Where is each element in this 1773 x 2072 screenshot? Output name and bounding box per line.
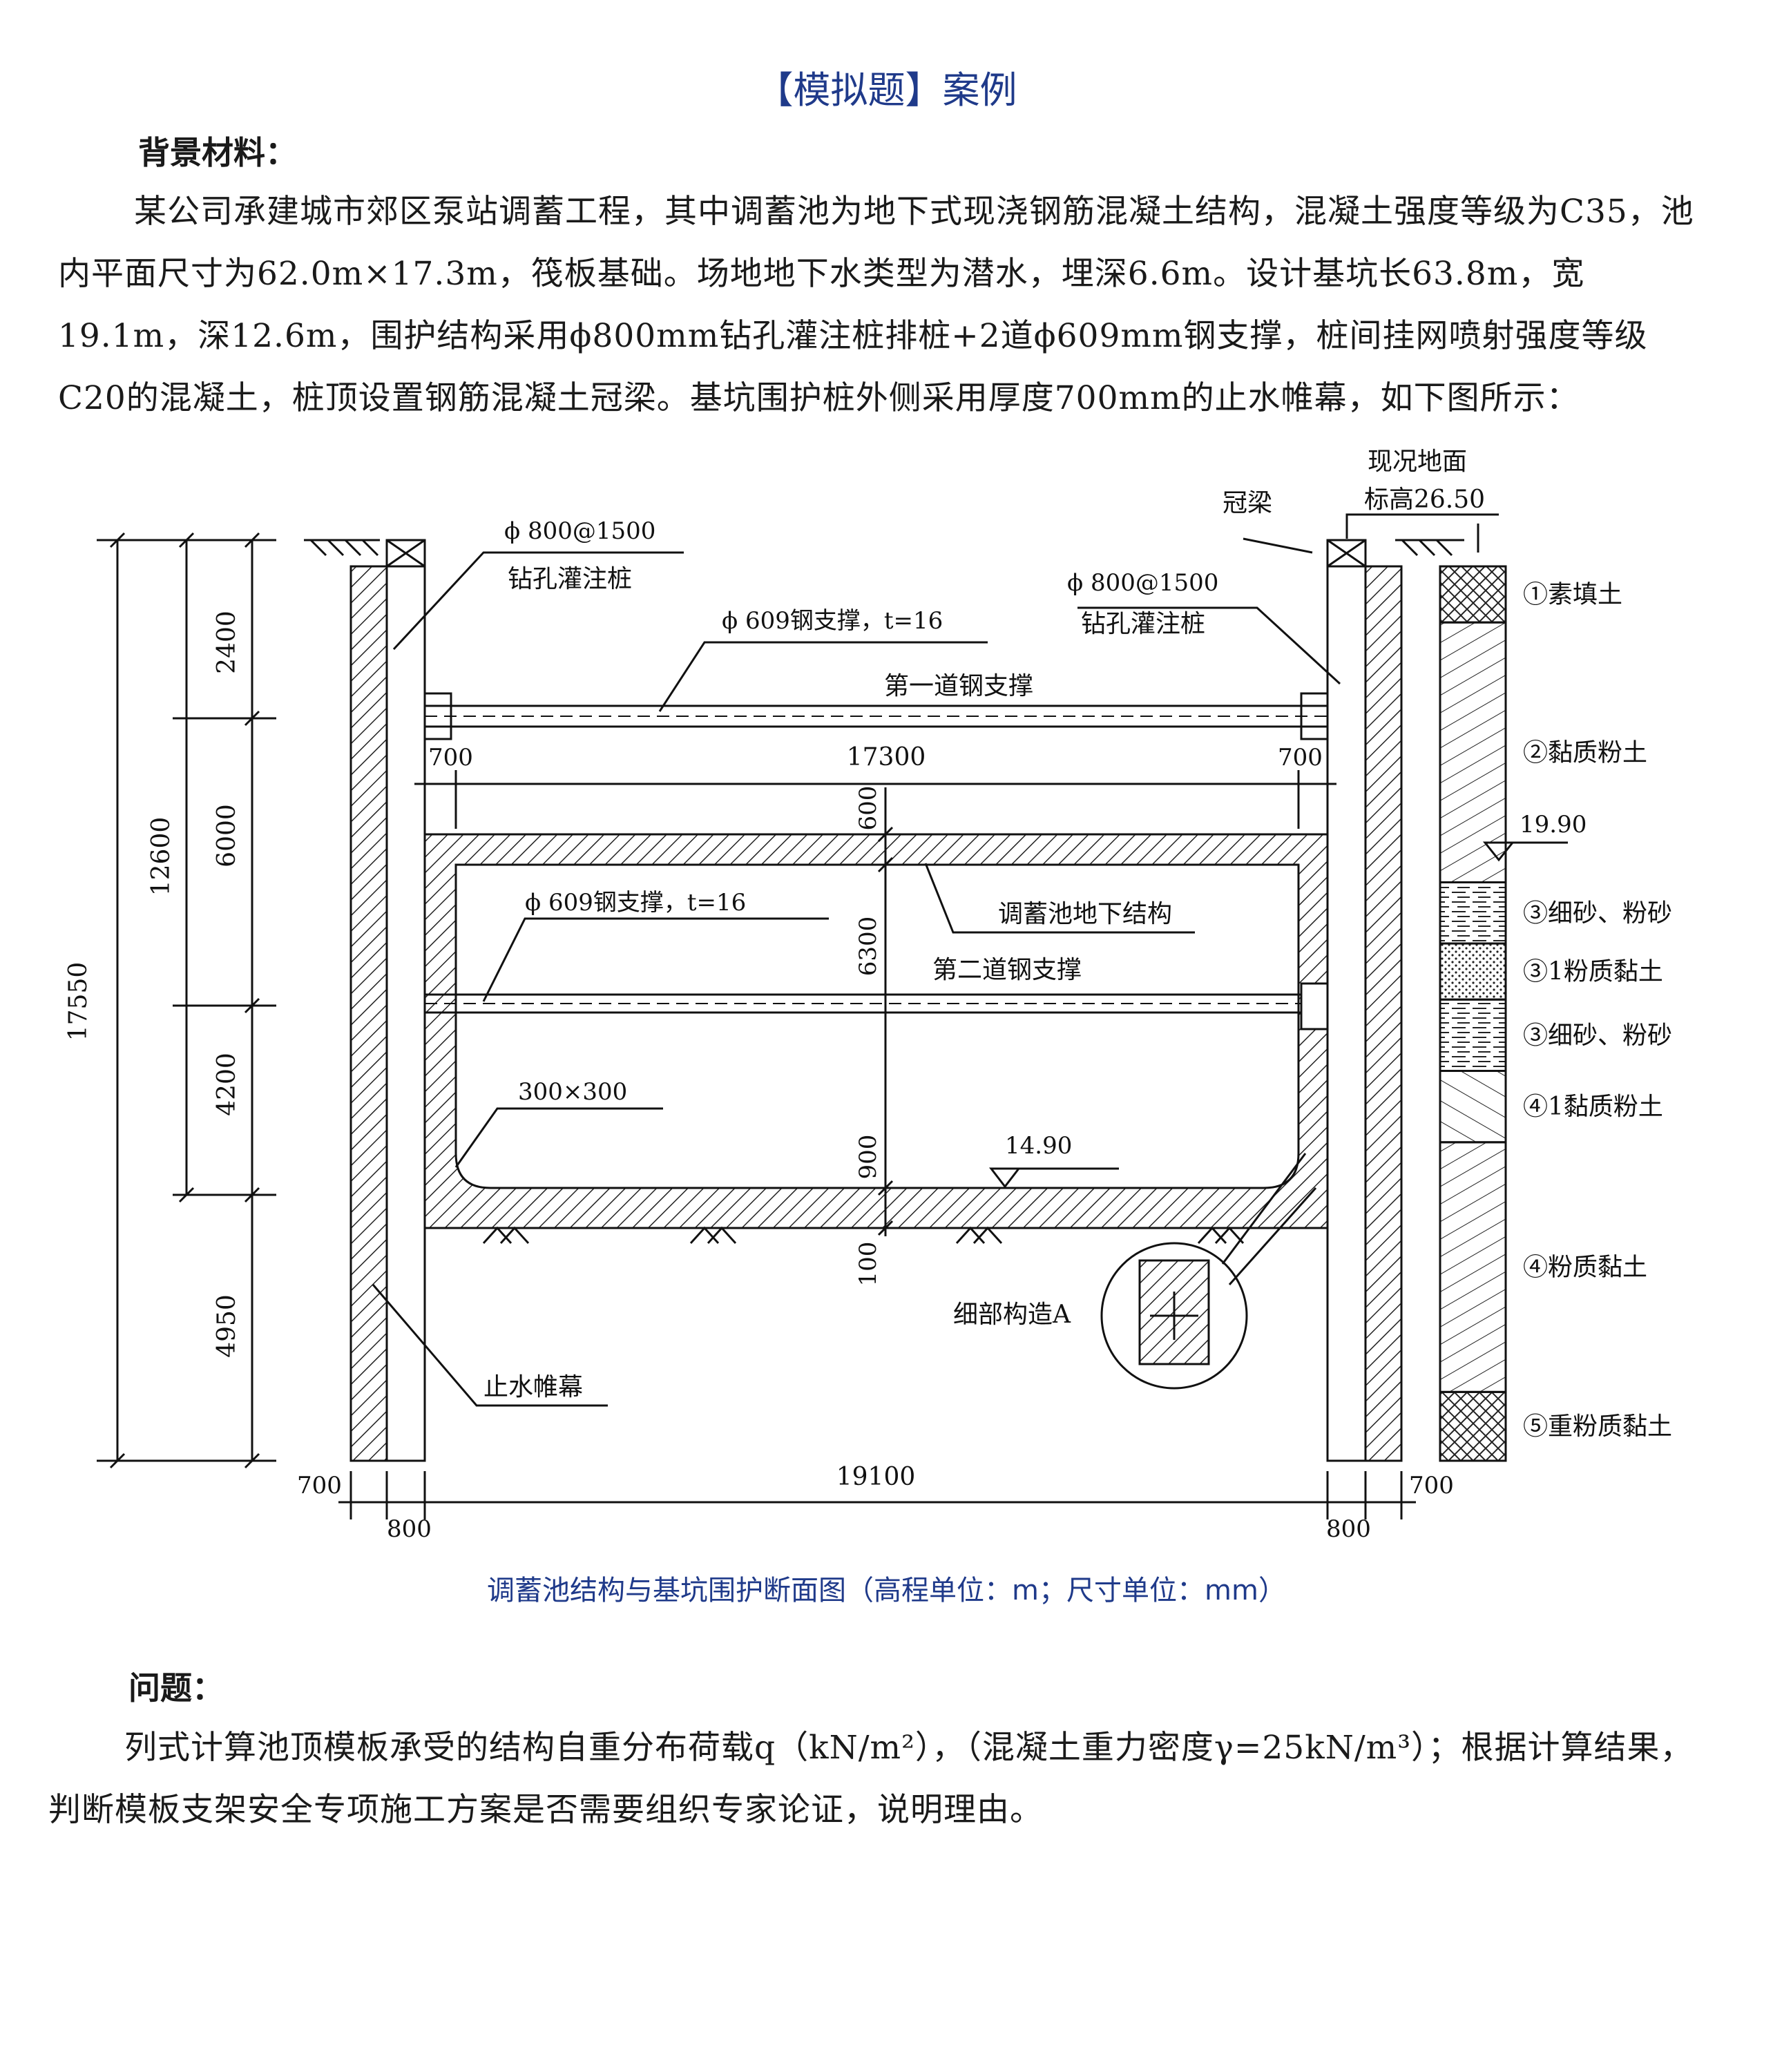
page-title: 【模拟题】案例 [756, 68, 1017, 112]
soil-layer [1439, 998, 1507, 1073]
question-heading: 问题： [128, 1669, 224, 1707]
detail-a-callout [1100, 1153, 1317, 1390]
right-pile-spec: ϕ 800@1500 [1067, 569, 1218, 597]
bottom-19100: 19100 [836, 1463, 916, 1491]
water-level-label: 19.90 [1520, 811, 1587, 838]
bottom-800-left: 800 [387, 1515, 432, 1543]
dim-6000: 6000 [213, 804, 241, 867]
haunch-label: 300×300 [518, 1078, 627, 1106]
crown-beam-label: 冠梁 [1223, 489, 1272, 517]
left-pile-name: 钻孔灌注桩 [508, 565, 632, 593]
dim-12600: 12600 [147, 817, 175, 896]
floor-elev-label: 14.90 [1005, 1132, 1072, 1160]
left-pile-spec: ϕ 800@1500 [504, 517, 655, 545]
ground-elevation: 标高26.50 [1364, 486, 1485, 514]
dim-600: 600 [854, 786, 882, 831]
dim-4200: 4200 [213, 1053, 241, 1116]
pool-structure-label: 调蓄池地下结构 [998, 900, 1172, 928]
inner-width-dimension [414, 770, 1336, 829]
strut1-name: 第一道钢支撑 [884, 672, 1033, 700]
question-text: 列式计算池顶模板承受的结构自重分布荷载q（kN/m²），（混凝土重力密度γ=25… [48, 1729, 1694, 1829]
second-steel-strut [425, 982, 1329, 1030]
soil-layer [1439, 1390, 1507, 1462]
dim-100: 100 [854, 1242, 882, 1287]
detail-a-label: 细部构造A [953, 1301, 1071, 1329]
background-heading: 背景材料： [138, 134, 297, 171]
strut2-name: 第二道钢支撑 [932, 956, 1082, 984]
leader-lines [372, 513, 1499, 1407]
first-steel-strut [423, 692, 1329, 740]
background-paragraph: 某公司承建城市郊区泵站调蓄工程，其中调蓄池为地下式现浇钢筋混凝土结构，混凝土强度… [58, 193, 1694, 417]
section-diagram: 14.90 17550 12600 2400 6000 4200 4950 70… [64, 448, 1672, 1543]
soil-layer-label: ④粉质黏土 [1523, 1254, 1647, 1282]
soil-layer-label: ③细砂、粉砂 [1523, 899, 1672, 928]
figure-caption: 调蓄池结构与基坑围护断面图（高程单位：m；尺寸单位：mm） [487, 1575, 1286, 1606]
strut-spec-top: ϕ 609钢支撑，t=16 [722, 607, 943, 635]
soil-layer [1439, 565, 1507, 624]
soil-layer [1439, 881, 1507, 945]
cutoff-wall-label: 止水帷幕 [483, 1373, 583, 1401]
bottom-800-right: 800 [1326, 1515, 1371, 1543]
soil-layer-label: ②黏质粉土 [1523, 738, 1647, 767]
soil-layer-label: ⑤重粉质黏土 [1523, 1412, 1672, 1441]
dim-700-left: 700 [428, 744, 473, 771]
right-pile-name: 钻孔灌注桩 [1081, 610, 1205, 638]
floor-elevation-mark [988, 1167, 1119, 1189]
soil-layer-label: ③1粉质黏土 [1523, 958, 1663, 986]
ground-title: 现况地面 [1368, 448, 1467, 476]
right-cutoff-wall [1364, 565, 1403, 1462]
bottom-700-right: 700 [1409, 1472, 1454, 1499]
soil-layer-label: ①素填土 [1523, 581, 1622, 609]
soil-layer [1439, 1141, 1507, 1393]
dim-2400: 2400 [213, 611, 241, 674]
height-dimensions [877, 787, 894, 1236]
soil-layer-label: ④1黏质粉土 [1523, 1093, 1663, 1121]
left-cutoff-wall [349, 565, 388, 1462]
dim-17300: 17300 [847, 743, 926, 771]
soil-column: ①素填土 ②黏质粉土 ③细砂、粉砂 ③1粉质黏土 ③细砂、粉砂 ④1黏质粉土 ④粉质黏土 ⑤重… [1439, 565, 1672, 1462]
dim-700-right: 700 [1278, 744, 1323, 771]
dim-4950: 4950 [213, 1294, 241, 1358]
ground-marks [304, 524, 1479, 557]
left-dimensions [97, 532, 276, 1469]
dim-17550: 17550 [64, 962, 93, 1042]
soil-layer [1439, 1070, 1507, 1144]
soil-layer [1439, 621, 1507, 883]
soil-layer-label: ③细砂、粉砂 [1523, 1021, 1672, 1050]
bottom-700-left: 700 [297, 1472, 342, 1499]
bottom-dimensions [338, 1471, 1416, 1519]
dim-6300: 6300 [854, 917, 882, 977]
strut-spec-mid: ϕ 609钢支撑，t=16 [525, 889, 746, 917]
dim-900: 900 [854, 1135, 882, 1180]
soil-layer [1439, 942, 1507, 1001]
